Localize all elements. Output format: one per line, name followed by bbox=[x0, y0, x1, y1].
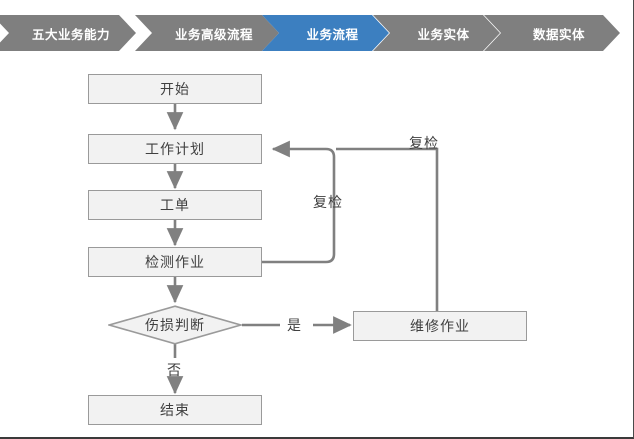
node-inspection-task-label: 检测作业 bbox=[145, 254, 205, 270]
node-work-order[interactable]: 工单 bbox=[88, 190, 262, 220]
breadcrumb-item-4[interactable]: 业务实体 bbox=[373, 15, 500, 51]
edge-label-no: 否 bbox=[167, 362, 182, 378]
node-work-order-label: 工单 bbox=[160, 197, 190, 213]
breadcrumb-item-3-active[interactable]: 业务流程 bbox=[262, 15, 389, 51]
node-work-plan[interactable]: 工作计划 bbox=[88, 134, 262, 164]
edge-label-recheck-outer: 复检 bbox=[409, 135, 439, 151]
node-start-label: 开始 bbox=[160, 81, 190, 97]
breadcrumb: 五大业务能力 业务高级流程 业务流程 业务实体 数据实体 bbox=[0, 15, 634, 51]
edge-label-yes: 是 bbox=[287, 317, 302, 333]
node-end-label: 结束 bbox=[160, 402, 190, 418]
node-start[interactable]: 开始 bbox=[88, 74, 262, 104]
node-damage-decision-label: 伤损判断 bbox=[145, 317, 205, 333]
breadcrumb-item-2-label: 业务高级流程 bbox=[174, 27, 253, 42]
node-inspection-task[interactable]: 检测作业 bbox=[88, 247, 262, 277]
breadcrumb-item-3-label: 业务流程 bbox=[306, 27, 359, 42]
breadcrumb-item-1-label: 五大业务能力 bbox=[31, 27, 110, 42]
diamond-shape bbox=[108, 305, 242, 345]
edge-label-recheck-inner: 复检 bbox=[313, 194, 343, 210]
breadcrumb-item-5[interactable]: 数据实体 bbox=[484, 15, 620, 51]
node-end[interactable]: 结束 bbox=[88, 395, 262, 425]
node-work-plan-label: 工作计划 bbox=[145, 141, 205, 157]
breadcrumb-item-4-label: 业务实体 bbox=[417, 27, 470, 42]
breadcrumb-item-5-label: 数据实体 bbox=[532, 27, 585, 42]
breadcrumb-item-2[interactable]: 业务高级流程 bbox=[135, 15, 279, 51]
node-repair-task[interactable]: 维修作业 bbox=[353, 311, 527, 341]
breadcrumb-item-1[interactable]: 五大业务能力 bbox=[0, 15, 136, 51]
node-damage-decision[interactable]: 伤损判断 bbox=[108, 305, 242, 345]
node-repair-task-label: 维修作业 bbox=[410, 318, 470, 334]
